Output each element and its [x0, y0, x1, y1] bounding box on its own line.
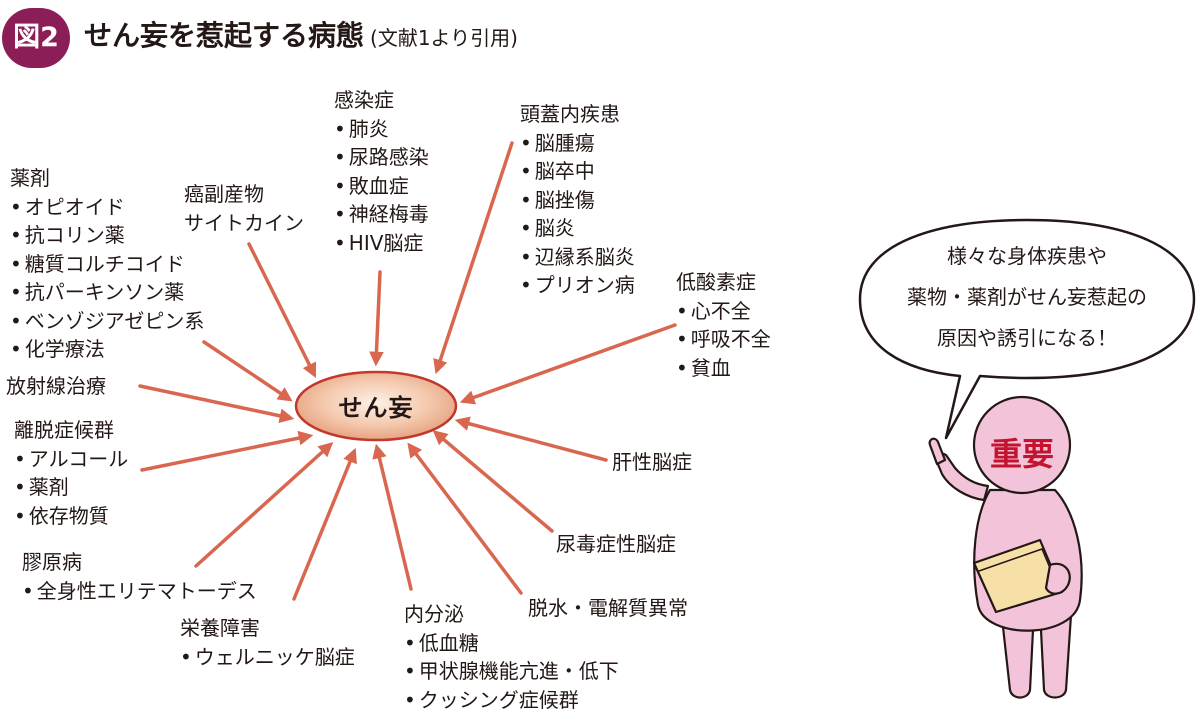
- source-note: (文献1より引用): [370, 26, 518, 50]
- list-item: 心不全: [676, 297, 771, 326]
- arrow-electrolyte: [407, 442, 523, 595]
- character-illustration: [928, 395, 1083, 699]
- cause-heading: 低酸素症: [676, 270, 756, 294]
- character-head: [972, 395, 1072, 495]
- cause-intracranial: 頭蓋内疾患 脳腫瘍 脳卒中 脳挫傷 脳炎 辺縁系脳炎 プリオン病: [520, 100, 635, 300]
- arrow-withdrawal: [140, 430, 314, 472]
- arrows: [138, 141, 677, 601]
- list-item: HIV脳症: [334, 229, 429, 258]
- cause-heading: 肝性脳症: [612, 450, 692, 474]
- cause-uremic: 尿毒症性脳症: [556, 530, 676, 559]
- list-item: 抗パーキンソン薬: [10, 278, 204, 307]
- cause-heading: 栄養障害: [180, 616, 260, 640]
- arrow-drugs: [202, 340, 293, 402]
- cause-heading: 内分泌: [404, 602, 464, 626]
- cause-heading: 脱水・電解質異常: [528, 596, 688, 620]
- cause-heading: 離脱症候群: [14, 418, 114, 442]
- list-item: プリオン病: [520, 271, 635, 300]
- speech-bubble: [858, 218, 1196, 440]
- cause-heading: 薬剤: [10, 166, 50, 190]
- cause-paraneoplastic: 癌副産物 サイトカイン: [184, 180, 304, 237]
- arrow-radiation: [138, 384, 295, 424]
- list-item: 甲状腺機能亢進・低下: [404, 657, 619, 686]
- character-right-hand: [1044, 562, 1071, 595]
- arrow-nutrition: [292, 447, 357, 601]
- arrow-uremic: [432, 430, 554, 533]
- cause-withdrawal: 離脱症候群 アルコール 薬剤 依存物質: [14, 416, 128, 530]
- list-item: オピオイド: [10, 193, 204, 222]
- list-item: 低血糖: [404, 629, 619, 658]
- arrow-hypoxia: [459, 323, 677, 405]
- list-item: 脳挫傷: [520, 186, 635, 215]
- list-item: 辺縁系脳炎: [520, 243, 635, 272]
- cause-heading: 感染症: [334, 88, 394, 112]
- list-item: 抗コリン薬: [10, 221, 204, 250]
- important-stamp: 重要: [989, 435, 1054, 473]
- list-item: 脳炎: [520, 214, 635, 243]
- cause-endocrine: 内分泌 低血糖 甲状腺機能亢進・低下 クッシング症候群: [404, 600, 619, 714]
- delirium-ellipse: [294, 370, 458, 442]
- list-item: アルコール: [14, 445, 128, 474]
- cause-heading: 膠原病: [22, 550, 82, 574]
- cause-hypoxia: 低酸素症 心不全 呼吸不全 貧血: [676, 268, 771, 382]
- list-item: ベンゾジアゼピン系: [10, 307, 205, 336]
- arrow-paraneoplastic: [247, 242, 316, 378]
- cause-line: サイトカイン: [184, 210, 304, 235]
- cause-hepatic: 肝性脳症: [612, 448, 692, 477]
- arrow-intracranial: [433, 141, 514, 375]
- speech-bubble-text: 様々な身体疾患や 薬物・薬剤がせん妄惹起の 原因や誘引になる！: [865, 236, 1189, 359]
- cause-collagen: 膠原病 全身性エリテマトーデス: [22, 548, 257, 605]
- cause-electrolyte: 脱水・電解質異常: [528, 594, 688, 623]
- cause-line: 癌副産物: [184, 182, 264, 206]
- cause-drugs: 薬剤 オピオイド 抗コリン薬 糖質コルチコイド 抗パーキンソン薬 ベンゾジアゼピ…: [10, 164, 204, 364]
- center-label: せん妄: [338, 394, 414, 422]
- list-item: 脳卒中: [520, 157, 635, 186]
- title-text: せん妄を惹起する病態: [84, 19, 365, 52]
- list-item: 呼吸不全: [676, 325, 771, 354]
- list-item: 敗血症: [334, 172, 429, 201]
- list-item: 肺炎: [334, 115, 429, 144]
- list-item: 依存物質: [14, 502, 128, 531]
- pointing-finger-icon: [928, 437, 947, 466]
- list-item: 脳腫瘍: [520, 129, 635, 158]
- page-title: せん妄を惹起する病態(文献1より引用): [84, 16, 518, 58]
- arrow-collagen: [194, 442, 334, 568]
- arrow-infection: [369, 270, 384, 367]
- list-item: 糖質コルチコイド: [10, 250, 204, 279]
- arrow-hepatic: [454, 416, 608, 462]
- cause-heading: 頭蓋内疾患: [520, 102, 620, 126]
- figure-badge: 図2: [2, 8, 70, 68]
- list-item: 薬剤: [14, 473, 128, 502]
- list-item: 尿路感染: [334, 143, 429, 172]
- cause-heading: 尿毒症性脳症: [556, 532, 676, 556]
- cause-nutrition: 栄養障害 ウェルニッケ脳症: [180, 614, 355, 671]
- list-item: 化学療法: [10, 335, 204, 364]
- list-item: 貧血: [676, 354, 771, 383]
- bubble-line: 様々な身体疾患や: [947, 244, 1107, 268]
- cause-heading: 放射線治療: [6, 374, 106, 398]
- cause-radiation: 放射線治療: [6, 372, 106, 401]
- list-item: ウェルニッケ脳症: [180, 643, 355, 672]
- cause-infection: 感染症 肺炎 尿路感染 敗血症 神経梅毒 HIV脳症: [334, 86, 429, 257]
- bubble-line: 原因や誘引になる！: [937, 326, 1117, 350]
- list-item: 神経梅毒: [334, 200, 429, 229]
- list-item: 全身性エリテマトーデス: [22, 577, 257, 606]
- list-item: クッシング症候群: [404, 686, 619, 715]
- arrow-endocrine: [372, 443, 413, 591]
- bubble-line: 薬物・薬剤がせん妄惹起の: [907, 285, 1147, 309]
